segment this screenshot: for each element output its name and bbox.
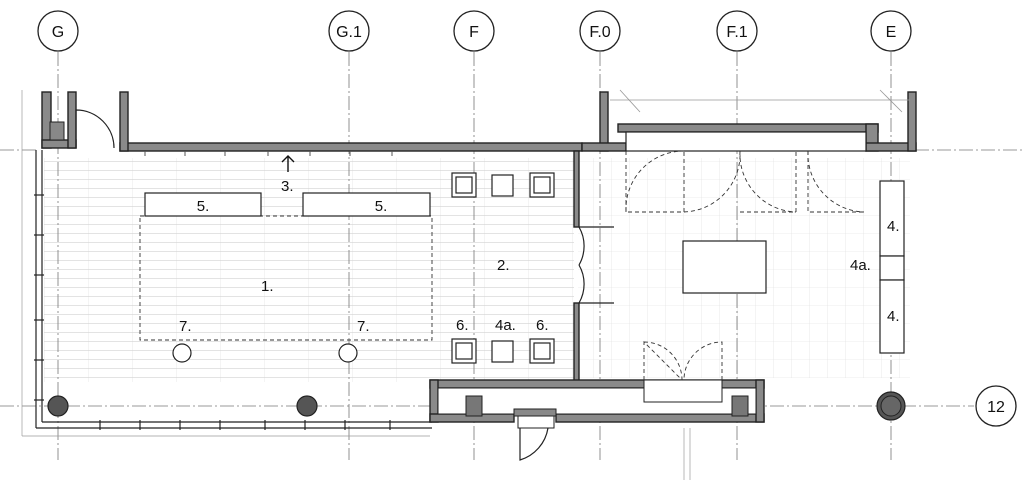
label-light-right: 7.: [357, 318, 370, 335]
exhibit-area-outline: [139, 215, 433, 341]
furniture-top: [451, 172, 555, 198]
double-door-partition: [578, 226, 614, 304]
walls: [21, 90, 917, 437]
label-bench-left: 5.: [197, 198, 210, 215]
table-right-room: [682, 240, 767, 294]
grid-bubble-12: 12: [975, 385, 1017, 427]
label-light-left: 7.: [179, 318, 192, 335]
dashed-doors-bottom: [643, 340, 723, 381]
label-shelf-top: 4.: [887, 218, 900, 235]
bench-right: [302, 192, 431, 217]
grid-bubble-F0: F.0: [579, 10, 621, 52]
svg-text:F.0: F.0: [589, 24, 610, 41]
column-bottom-mid: [296, 395, 318, 417]
label-shelf-4a: 4a.: [850, 257, 871, 274]
grid-bubble-G1: G.1: [328, 10, 370, 52]
shelf-mid: [879, 255, 905, 281]
svg-text:E: E: [886, 24, 897, 41]
label-table-4a: 4a.: [495, 317, 516, 334]
arrow-up-icon: [281, 155, 295, 172]
grid-bubble-E: E: [870, 10, 912, 52]
grid-bubble-F1: F.1: [716, 10, 758, 52]
svg-text:G: G: [52, 24, 64, 41]
label-bench-right: 5.: [375, 198, 388, 215]
svg-text:12: 12: [987, 399, 1005, 416]
light-left: [172, 343, 192, 363]
label-room-2: 2.: [497, 257, 510, 274]
svg-text:G.1: G.1: [336, 24, 362, 41]
shelf-bottom: [879, 279, 905, 354]
label-wall-3: 3.: [281, 178, 294, 195]
label-shelf-bottom: 4.: [887, 308, 900, 325]
svg-text:F.1: F.1: [726, 24, 747, 41]
grid-bubble-F: F: [453, 10, 495, 52]
bench-left: [144, 192, 262, 217]
window-mullions: [34, 194, 391, 430]
column-bottom-left: [47, 395, 69, 417]
door-top-left: [75, 109, 115, 149]
label-chair-right: 6.: [536, 317, 549, 334]
label-room-1: 1.: [261, 278, 274, 295]
light-right: [338, 343, 358, 363]
label-chair-left: 6.: [456, 317, 469, 334]
exterior-hatch-top: [610, 89, 910, 113]
door-bottom: [519, 427, 549, 461]
top-wall-marks: [144, 151, 393, 156]
dashed-doors-top: [625, 150, 865, 213]
furniture-bottom: [451, 338, 555, 364]
svg-text:F: F: [469, 24, 479, 41]
grid-bubble-G: G: [37, 10, 79, 52]
